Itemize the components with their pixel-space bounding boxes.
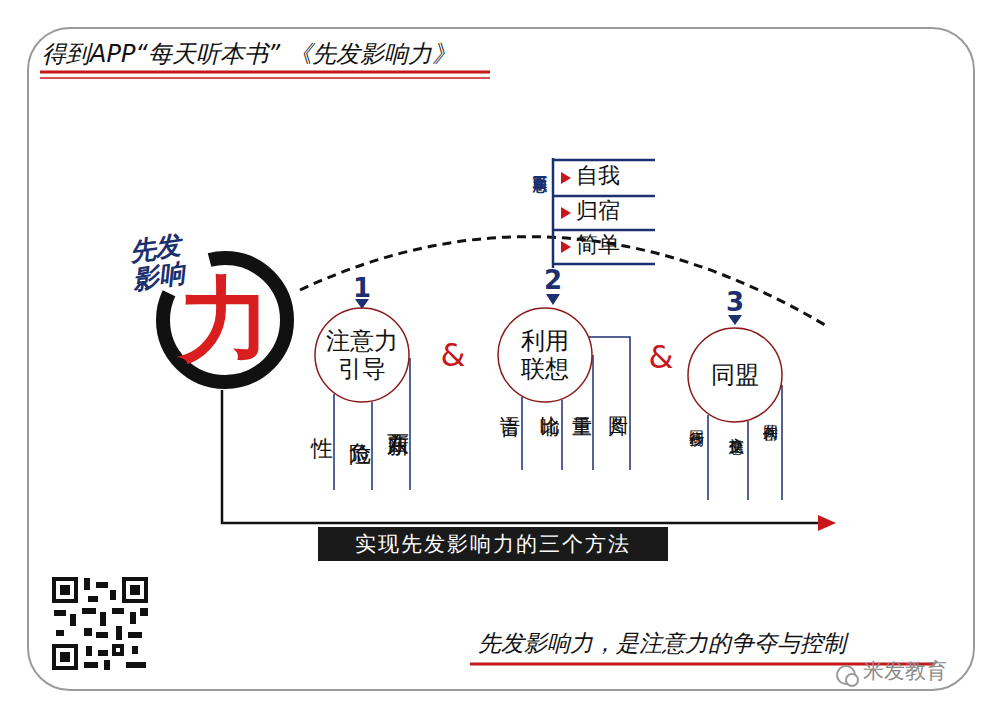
qr-module	[84, 628, 92, 636]
qr-module	[112, 644, 124, 656]
bullet-arrow	[561, 241, 571, 253]
qr-module	[116, 648, 120, 652]
qr-finder	[126, 581, 144, 599]
diagram-caption: 先发影响力，是注意力的争夺与控制	[478, 628, 846, 659]
method-circle: 注意力 引导	[314, 307, 410, 403]
ampersand: &	[649, 340, 674, 375]
leader-line	[747, 421, 749, 500]
qr-module	[98, 650, 108, 656]
qr-finder	[56, 648, 74, 666]
sub-item: 语言	[499, 400, 521, 402]
circle-outline	[498, 308, 592, 402]
qr-module	[132, 646, 138, 654]
bullet-arrow	[561, 172, 571, 184]
qr-code	[52, 577, 148, 670]
bracket-line	[552, 158, 555, 268]
qr-module	[96, 582, 108, 588]
bracket-item: 归宿	[576, 199, 620, 223]
qr-module	[126, 662, 146, 668]
qr-module	[104, 660, 110, 670]
summary-band: 实现先发影响力的三个方法	[318, 527, 668, 561]
callout-number: 1	[353, 274, 371, 303]
leader-line	[707, 415, 709, 500]
leader-line	[781, 385, 783, 500]
leader-line	[371, 402, 373, 490]
sub-item: 共同创作	[763, 412, 780, 416]
band-text: 实现先发影响力的三个方法	[355, 527, 631, 561]
qr-module	[110, 590, 116, 600]
method-title: 利用 联想	[506, 327, 584, 383]
bracket-label: 正面联想	[532, 164, 547, 168]
ampersand: &	[441, 338, 466, 373]
watermark-icon	[846, 674, 858, 686]
sub-item: 危险	[348, 425, 372, 427]
qr-module	[56, 630, 64, 636]
sub-item: 比喻	[539, 400, 561, 402]
qr-finder	[56, 581, 74, 599]
bracket-item: 简单	[576, 233, 620, 257]
title-underline	[40, 77, 490, 79]
method-circle: 同盟	[687, 327, 783, 423]
qr-module	[54, 610, 66, 616]
watermark: 米发教育	[863, 660, 947, 683]
page-border	[28, 28, 974, 690]
circle-outline	[315, 308, 409, 402]
callout-number: 2	[544, 266, 562, 295]
leader-line	[333, 394, 335, 490]
sub-item: 同步行动	[689, 418, 706, 422]
qr-finder	[130, 585, 140, 595]
method-circle: 利用 联想	[497, 307, 593, 403]
logo-glyph: 力	[155, 250, 295, 390]
bracket-item: 自我	[576, 164, 620, 188]
qr-finder	[52, 577, 78, 603]
bracket-line	[553, 159, 655, 162]
sub-item: 重量	[571, 400, 593, 402]
sub-item: 新东西	[386, 415, 410, 418]
diagram-title: 得到APP“每天听本书” 《先发影响力》	[42, 38, 456, 70]
callout-number: 3	[726, 288, 744, 317]
qr-finder	[52, 644, 78, 670]
qr-finder	[60, 585, 70, 595]
qr-module	[86, 646, 92, 656]
logo-circle: 先发 影响力	[155, 250, 295, 390]
bracket-line	[553, 195, 655, 198]
sub-item: 图片	[607, 400, 629, 402]
qr-module	[84, 578, 90, 590]
qr-module	[140, 608, 148, 616]
sub-item: 交换信息	[729, 425, 746, 429]
qr-module	[84, 662, 98, 668]
qr-module	[128, 632, 142, 638]
sub-item: 性	[310, 420, 334, 421]
qr-finder	[122, 577, 148, 603]
leader-line	[592, 355, 594, 470]
qr-background	[52, 577, 148, 670]
axis-arrowhead	[818, 515, 836, 531]
qr-module	[82, 608, 96, 614]
qr-module	[96, 632, 108, 638]
method-title: 同盟	[696, 361, 774, 389]
bullet-arrow	[561, 207, 571, 219]
qr-module	[100, 612, 106, 626]
pointer-arrow	[546, 294, 560, 305]
title-underline	[40, 71, 490, 74]
qr-module	[88, 596, 98, 602]
leader-line	[521, 397, 523, 470]
circle-outline	[688, 328, 782, 422]
qr-module	[112, 608, 124, 614]
bracket-line	[553, 263, 655, 266]
qr-module	[116, 626, 122, 640]
qr-module	[130, 612, 136, 624]
qr-finder	[60, 652, 70, 662]
axis-line	[222, 390, 822, 523]
leader-line	[561, 400, 563, 470]
bracket-line	[553, 229, 655, 232]
leader-line	[589, 337, 630, 470]
qr-module	[70, 614, 76, 626]
leader-line	[409, 358, 411, 490]
method-title: 注意力 引导	[323, 327, 401, 383]
